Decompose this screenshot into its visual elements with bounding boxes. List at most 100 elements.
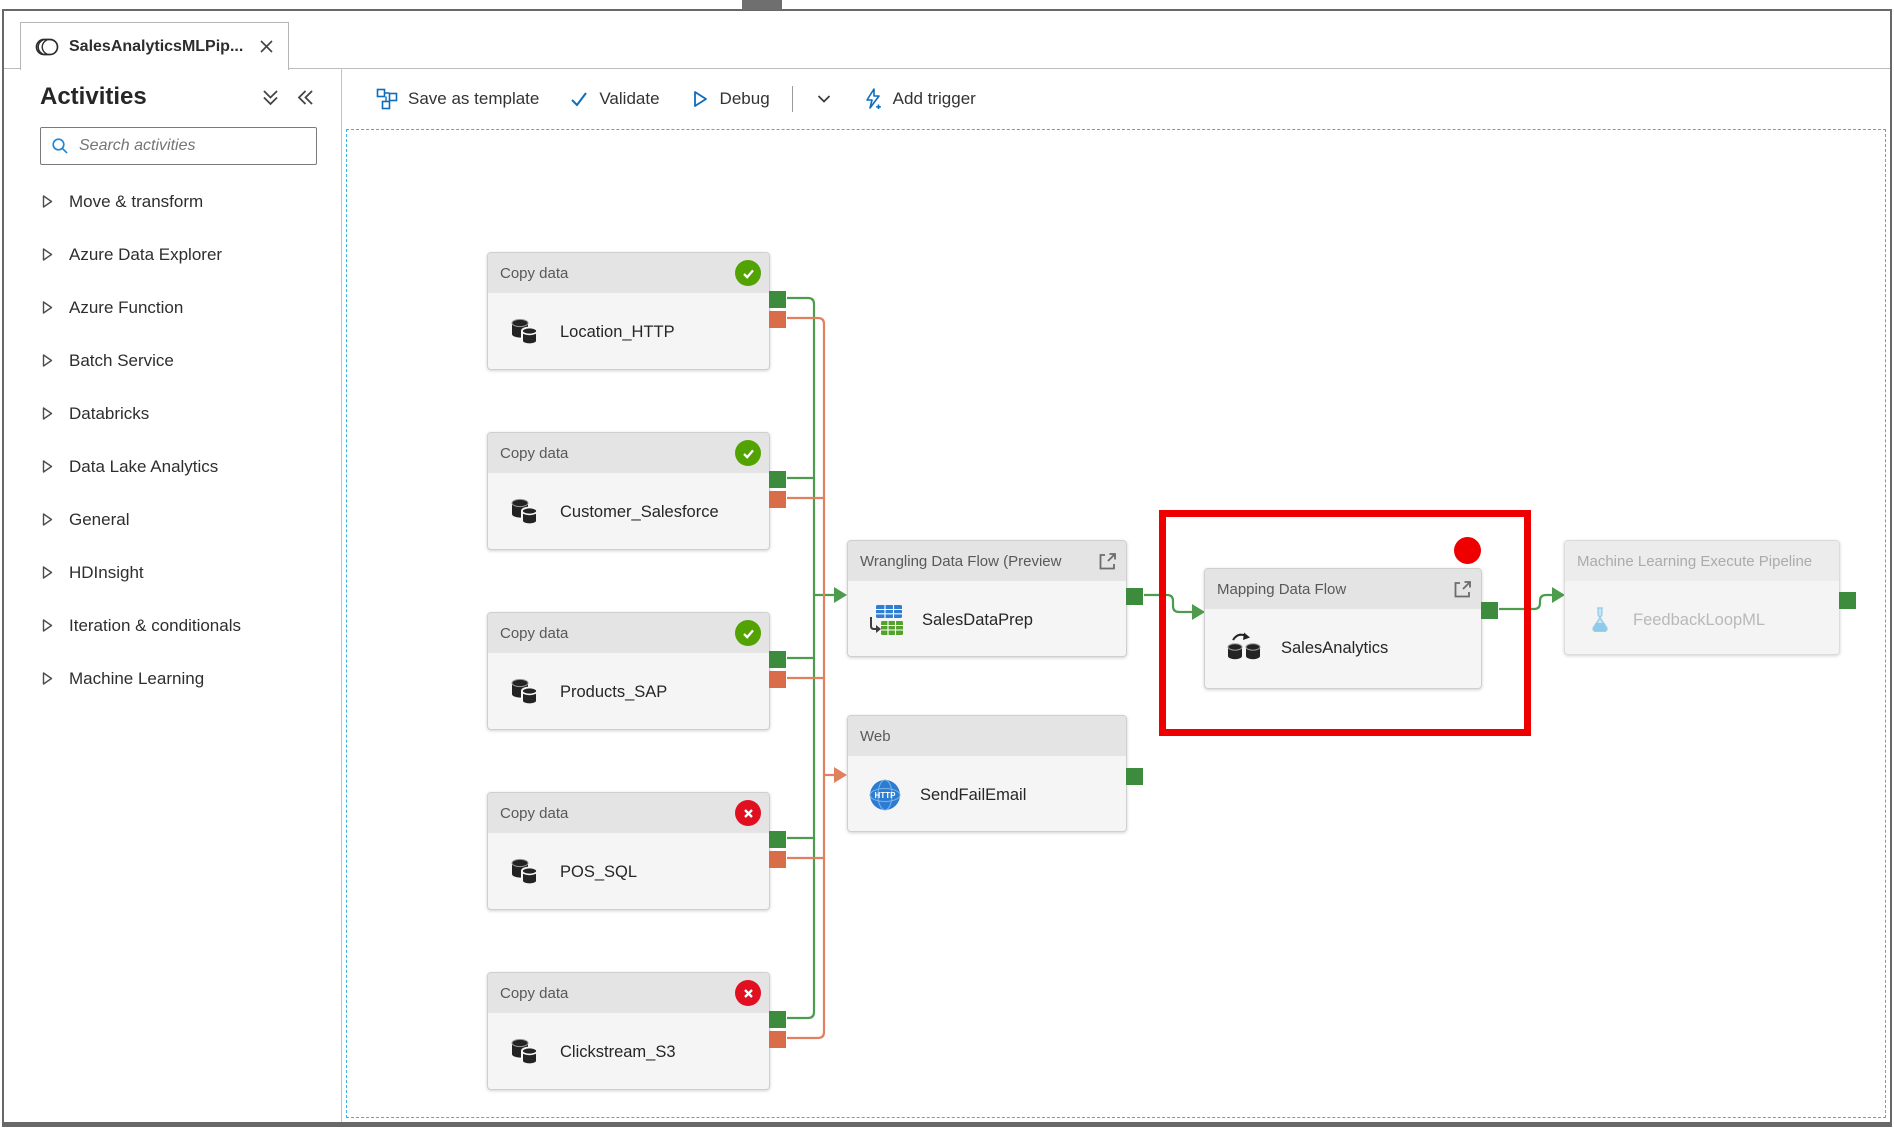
node-header: Copy data: [488, 433, 769, 473]
node-header: Copy data: [488, 253, 769, 293]
sidebar-title: Activities: [40, 83, 147, 110]
expand-chevron-icon: [42, 513, 53, 526]
output-port-failure[interactable]: [769, 491, 786, 508]
pipeline-icon: [35, 38, 59, 56]
activity-node-location-http[interactable]: Copy data: [487, 252, 786, 370]
failure-x-icon: [735, 980, 761, 1006]
collapse-panel-icon[interactable]: [296, 88, 315, 107]
sidebar-item-machine-learning[interactable]: Machine Learning: [4, 652, 341, 705]
expand-chevron-icon: [42, 407, 53, 420]
ml-flask-icon: [1585, 605, 1615, 635]
output-port-success[interactable]: [1126, 588, 1143, 605]
search-activities-input[interactable]: [79, 137, 306, 155]
node-type-label: Wrangling Data Flow (Preview: [860, 552, 1062, 570]
search-icon: [51, 137, 69, 155]
node-type-label: Machine Learning Execute Pipeline: [1577, 552, 1813, 570]
svg-text:HTTP: HTTP: [875, 791, 897, 800]
output-port-failure[interactable]: [769, 1031, 786, 1048]
activity-node-salesanalytics[interactable]: Mapping Data Flow: [1204, 568, 1498, 689]
sidebar-item-hdinsight[interactable]: HDInsight: [4, 546, 341, 599]
tab-close-icon[interactable]: [259, 39, 274, 54]
sidebar-item-iteration-conditionals[interactable]: Iteration & conditionals: [4, 599, 341, 652]
sidebar-item-azure-function[interactable]: Azure Function: [4, 281, 341, 334]
node-name-label: POS_SQL: [560, 862, 638, 881]
expand-chevron-icon: [42, 354, 53, 367]
node-type-label: Copy data: [500, 984, 569, 1002]
search-activities-box: [40, 127, 317, 165]
sidebar-items: Move & transform Azure Data Explorer Azu…: [4, 175, 341, 705]
sidebar-item-batch-service[interactable]: Batch Service: [4, 334, 341, 387]
save-as-template-label: Save as template: [408, 89, 540, 108]
node-name-label: SalesAnalytics: [1281, 638, 1389, 657]
window-top-notch: [742, 0, 782, 10]
sidebar-item-data-lake-analytics[interactable]: Data Lake Analytics: [4, 440, 341, 493]
node-type-label: Web: [860, 727, 891, 745]
output-port-success[interactable]: [769, 1011, 786, 1028]
expand-chevron-icon: [42, 672, 53, 685]
copy-data-icon: [508, 676, 542, 708]
output-port-success[interactable]: [769, 471, 786, 488]
expand-chevron-icon: [42, 301, 53, 314]
output-port-success[interactable]: [769, 651, 786, 668]
success-check-icon: [735, 440, 761, 466]
node-name-label: SendFailEmail: [920, 785, 1027, 804]
copy-data-icon: [508, 1036, 542, 1068]
annotation-red-dot: [1454, 537, 1481, 564]
expand-chevron-icon: [42, 248, 53, 261]
tab-salesanalyticsmlpipeline[interactable]: SalesAnalyticsMLPip...: [20, 22, 290, 70]
activity-node-salesdataprep[interactable]: Wrangling Data Flow (Preview: [847, 540, 1143, 657]
output-port-success[interactable]: [1481, 602, 1498, 619]
node-name-label: Customer_Salesforce: [560, 502, 719, 521]
lightning-icon: [863, 88, 883, 110]
copy-data-icon: [508, 316, 542, 348]
tab-strip: SalesAnalyticsMLPip...: [4, 11, 1890, 70]
node-name-label: Products_SAP: [560, 682, 668, 701]
success-check-icon: [735, 620, 761, 646]
template-icon: [376, 88, 398, 110]
activity-node-customer-salesforce[interactable]: Copy data: [487, 432, 786, 550]
expand-chevron-icon: [42, 195, 53, 208]
debug-label: Debug: [719, 89, 770, 108]
connector-lines: [787, 296, 1565, 1040]
output-port-failure[interactable]: [769, 851, 786, 868]
sidebar-item-general[interactable]: General: [4, 493, 341, 546]
node-header: Wrangling Data Flow (Preview: [848, 541, 1126, 581]
success-check-icon: [735, 260, 761, 286]
activities-sidebar: Activities: [4, 69, 342, 1122]
http-globe-icon: HTTP: [868, 778, 902, 812]
activity-node-clickstream-s3[interactable]: Copy data: [487, 972, 786, 1090]
copy-data-icon: [508, 496, 542, 528]
node-header: Web: [848, 716, 1126, 756]
validate-button[interactable]: Validate: [569, 89, 660, 109]
activity-node-pos-sql[interactable]: Copy data: [487, 792, 786, 910]
pipeline-canvas[interactable]: Copy data: [346, 129, 1886, 1118]
expand-chevron-icon: [42, 566, 53, 579]
pipeline-toolbar: Save as template Validate: [342, 69, 1890, 129]
activity-node-feedbackloopml[interactable]: Machine Learning Execute Pipeline Feedba…: [1564, 540, 1856, 655]
activity-node-sendfailemail[interactable]: Web HTTP SendFailEmail: [847, 715, 1143, 832]
output-port-success[interactable]: [1126, 768, 1143, 785]
node-name-label: SalesDataPrep: [922, 610, 1033, 629]
check-icon: [569, 89, 589, 109]
node-type-label: Copy data: [500, 624, 569, 642]
debug-options-chevron-icon[interactable]: [815, 90, 833, 108]
sidebar-item-move-transform[interactable]: Move & transform: [4, 175, 341, 228]
node-header: Machine Learning Execute Pipeline: [1565, 541, 1839, 581]
node-header: Mapping Data Flow: [1205, 569, 1481, 609]
debug-button[interactable]: Debug: [690, 89, 770, 109]
add-trigger-button[interactable]: Add trigger: [863, 88, 976, 110]
collapse-all-icon[interactable]: [261, 88, 280, 107]
sidebar-item-azure-data-explorer[interactable]: Azure Data Explorer: [4, 228, 341, 281]
output-port-success[interactable]: [769, 831, 786, 848]
output-port-failure[interactable]: [769, 311, 786, 328]
open-in-new-icon[interactable]: [1452, 579, 1473, 600]
output-port-failure[interactable]: [769, 671, 786, 688]
save-as-template-button[interactable]: Save as template: [376, 88, 539, 110]
open-in-new-icon[interactable]: [1097, 551, 1118, 572]
activity-node-products-sap[interactable]: Copy data: [487, 612, 786, 730]
validate-label: Validate: [599, 89, 660, 108]
output-port-success[interactable]: [769, 291, 786, 308]
sidebar-item-databricks[interactable]: Databricks: [4, 387, 341, 440]
output-port-success[interactable]: [1839, 592, 1856, 609]
wrangling-dataflow-icon: [868, 604, 904, 637]
